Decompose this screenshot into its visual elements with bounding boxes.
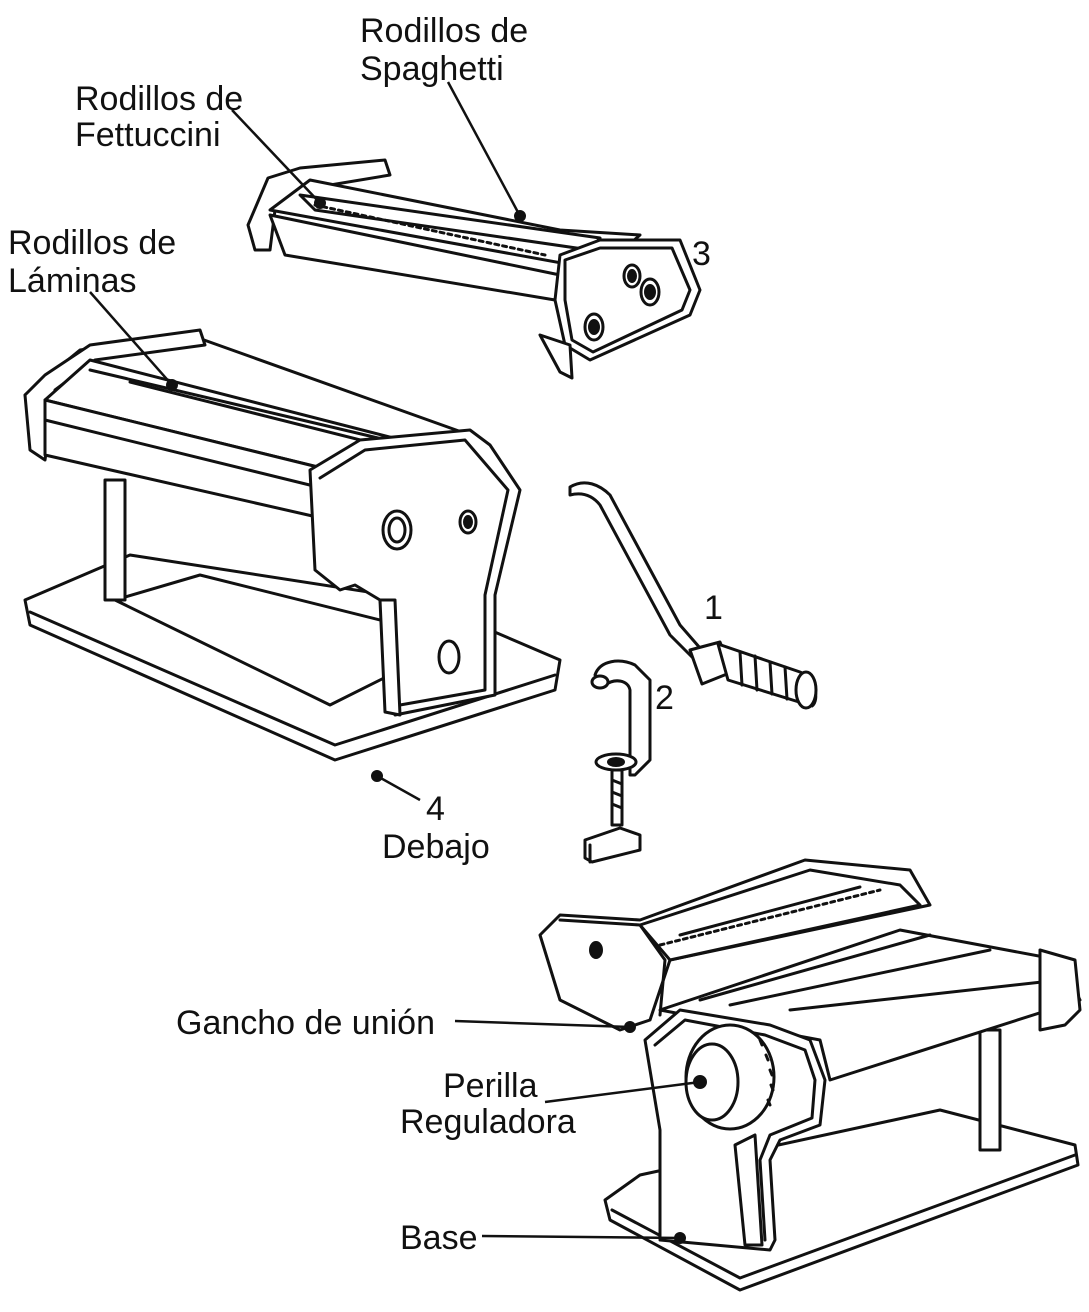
leader-lines (89, 81, 701, 1240)
label-laminas-line2: Láminas (8, 262, 137, 300)
leader-base (481, 1234, 681, 1240)
label-base: Base (400, 1219, 478, 1257)
label-fettuccini-line1: Rodillos de (75, 80, 243, 118)
label-num-2: 2 (655, 679, 674, 717)
table-clamp (583, 659, 652, 864)
labels: Rodillos de Spaghetti Rodillos de Fettuc… (8, 12, 723, 1257)
label-spaghetti-line1: Rodillos de (360, 12, 528, 50)
label-perilla-line1: Perilla (443, 1067, 538, 1105)
label-num-3: 3 (692, 235, 711, 273)
leader-laminas (89, 291, 173, 386)
crank-handle (568, 481, 818, 710)
leader-spaghetti (446, 81, 522, 217)
label-spaghetti-line2: Spaghetti (360, 50, 504, 88)
label-perilla-line2: Reguladora (400, 1103, 576, 1141)
label-gancho: Gancho de unión (176, 1004, 435, 1042)
cutter-attachment (246, 158, 702, 380)
label-debajo: Debajo (382, 828, 490, 866)
leader-debajo (376, 774, 421, 802)
leader-gancho (454, 1019, 631, 1029)
pasta-machine-main (23, 328, 562, 782)
pasta-machine-assembled (538, 858, 1082, 1292)
label-num-4: 4 (426, 790, 445, 828)
label-fettuccini-line2: Fettuccini (75, 116, 221, 154)
leader-perilla (544, 1080, 701, 1104)
label-laminas-line1: Rodillos de (8, 224, 176, 262)
leader-fettuccini (231, 109, 321, 204)
label-num-1: 1 (704, 589, 723, 627)
